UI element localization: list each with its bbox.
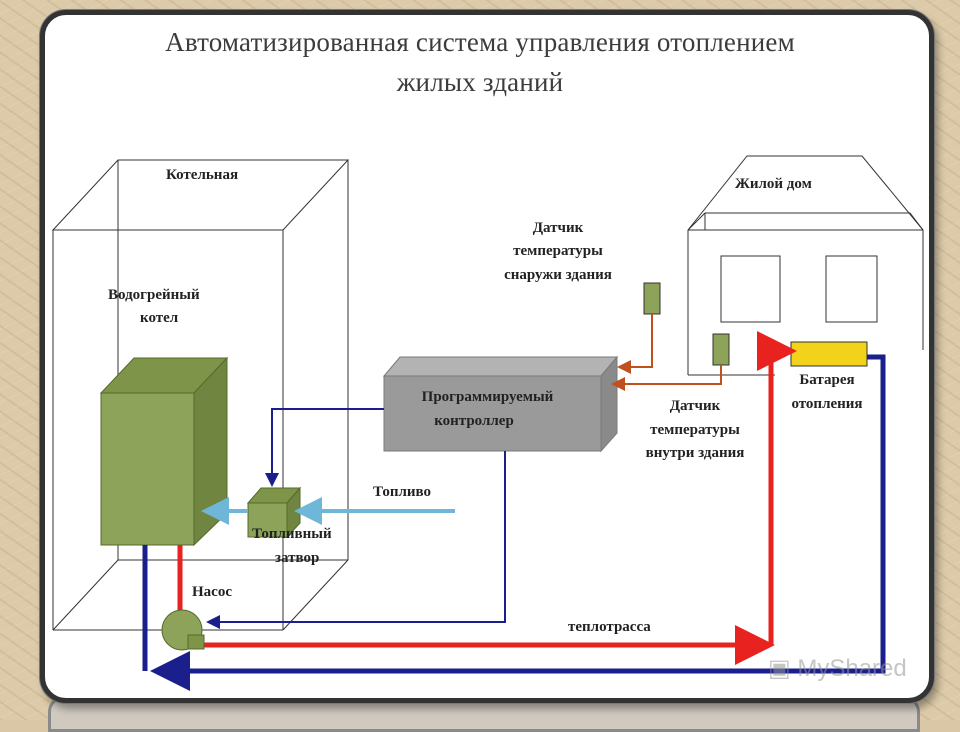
label-radiator-1: Батарея xyxy=(799,372,855,388)
label-fuel-valve-1: Топливный xyxy=(252,526,332,542)
share-icon: ▣ xyxy=(768,655,791,682)
watermark-text: MyShared xyxy=(797,655,907,682)
label-boiler-room: Котельная xyxy=(166,167,239,183)
title-line-2: жилых зданий xyxy=(396,67,564,97)
house-window-right xyxy=(825,255,878,323)
watermark-logo: ▣ MyShared xyxy=(768,654,907,683)
label-indoor-sensor-2: температуры xyxy=(650,422,740,438)
pump xyxy=(161,609,205,651)
label-indoor-sensor-1: Датчик xyxy=(669,398,721,414)
house-window-left xyxy=(720,255,781,323)
label-water-heater-1: Водогрейный xyxy=(108,287,200,303)
boiler-room-box xyxy=(51,159,350,631)
label-outdoor-sensor-1: Датчик xyxy=(532,220,584,236)
label-pump: Насос xyxy=(192,584,232,600)
control-line-valve xyxy=(265,408,384,487)
label-outdoor-sensor-2: температуры xyxy=(513,243,603,259)
outdoor-sensor-wire xyxy=(617,314,653,374)
slide-frame xyxy=(40,10,934,703)
label-residential-house: Жилой дом xyxy=(735,176,812,192)
label-indoor-sensor-3: внутри здания xyxy=(645,445,745,461)
label-heating-main: теплотрасса xyxy=(568,619,651,635)
hot-pipe-riser xyxy=(757,331,797,645)
return-pipe xyxy=(150,354,886,691)
radiator xyxy=(790,341,868,367)
diagram-canvas xyxy=(51,155,924,691)
title-line-1: Автоматизированная система управления от… xyxy=(165,27,795,57)
label-controller-2: контроллер xyxy=(434,413,514,429)
indoor-sensor xyxy=(712,333,730,366)
outdoor-sensor xyxy=(643,282,661,315)
label-outdoor-sensor-3: снаружи здания xyxy=(504,267,612,283)
label-fuel: Топливо xyxy=(373,484,432,500)
label-radiator-2: отопления xyxy=(791,396,863,412)
control-line-pump xyxy=(206,451,506,629)
label-controller-1: Программируемый xyxy=(421,389,554,405)
water-heater-boiler xyxy=(99,356,229,547)
label-fuel-valve-2: затвор xyxy=(275,550,320,566)
house-outline xyxy=(687,155,924,376)
indoor-sensor-wire xyxy=(611,365,722,391)
label-water-heater-2: котел xyxy=(140,310,179,326)
